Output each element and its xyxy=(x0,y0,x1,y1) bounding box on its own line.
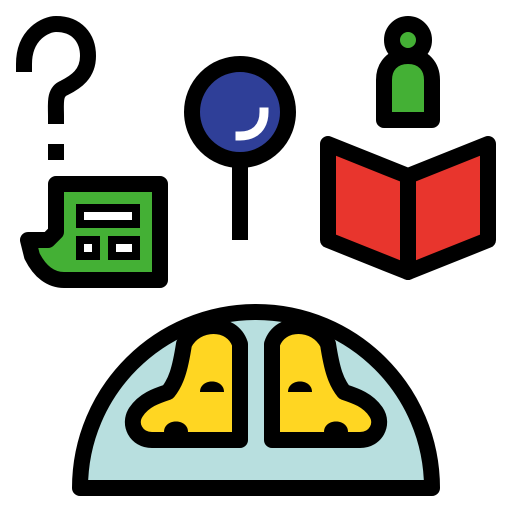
chat-card-icon xyxy=(20,176,168,288)
person-icon xyxy=(376,16,440,128)
question-mark-icon xyxy=(15,15,97,160)
globe-map-icon xyxy=(72,304,440,496)
pushpin-icon xyxy=(184,56,296,240)
open-book-icon xyxy=(320,136,496,280)
